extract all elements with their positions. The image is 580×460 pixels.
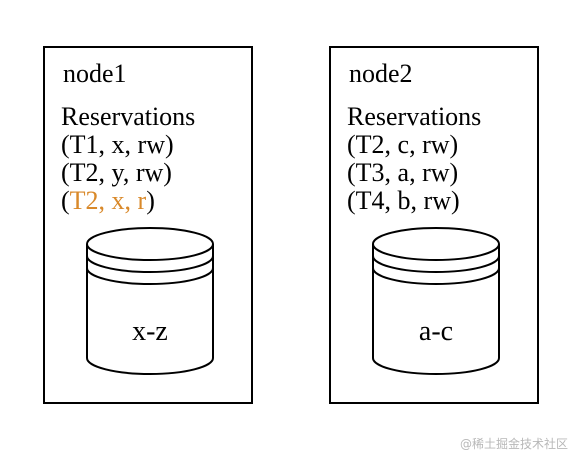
reservation-entry: (T2, y, rw)	[61, 158, 172, 187]
database-cylinder-icon	[372, 227, 500, 375]
reservations-heading: Reservations	[347, 102, 482, 131]
reservation-entry: (T1, x, rw)	[61, 130, 174, 159]
reservation-entry-highlighted: (T2, x, r)	[61, 187, 195, 215]
node2-reservations: Reservations (T2, c, rw) (T3, a, rw) (T4…	[347, 103, 481, 215]
node2-database-label: a-c	[418, 316, 454, 347]
node1-title: node1	[63, 59, 127, 88]
node1-reservations: Reservations (T1, x, rw) (T2, y, rw) (T2…	[61, 103, 195, 215]
paren-open: (	[61, 186, 70, 215]
node1-database-label: x-z	[132, 316, 168, 347]
reservation-entry: (T2, c, rw)	[347, 130, 459, 159]
reservation-entry: (T3, a, rw)	[347, 158, 459, 187]
node1-box: node1 Reservations (T1, x, rw) (T2, y, r…	[43, 46, 253, 404]
database-cylinder-icon	[86, 227, 214, 375]
paren-close: )	[146, 186, 155, 215]
reservations-heading: Reservations	[61, 102, 196, 131]
reservation-entry: (T4, b, rw)	[347, 186, 460, 215]
watermark: @稀土掘金技术社区	[459, 437, 568, 451]
node2-box: node2 Reservations (T2, c, rw) (T3, a, r…	[329, 46, 539, 404]
highlighted-reservation: T2, x, r	[69, 186, 147, 215]
node2-title: node2	[349, 59, 413, 88]
